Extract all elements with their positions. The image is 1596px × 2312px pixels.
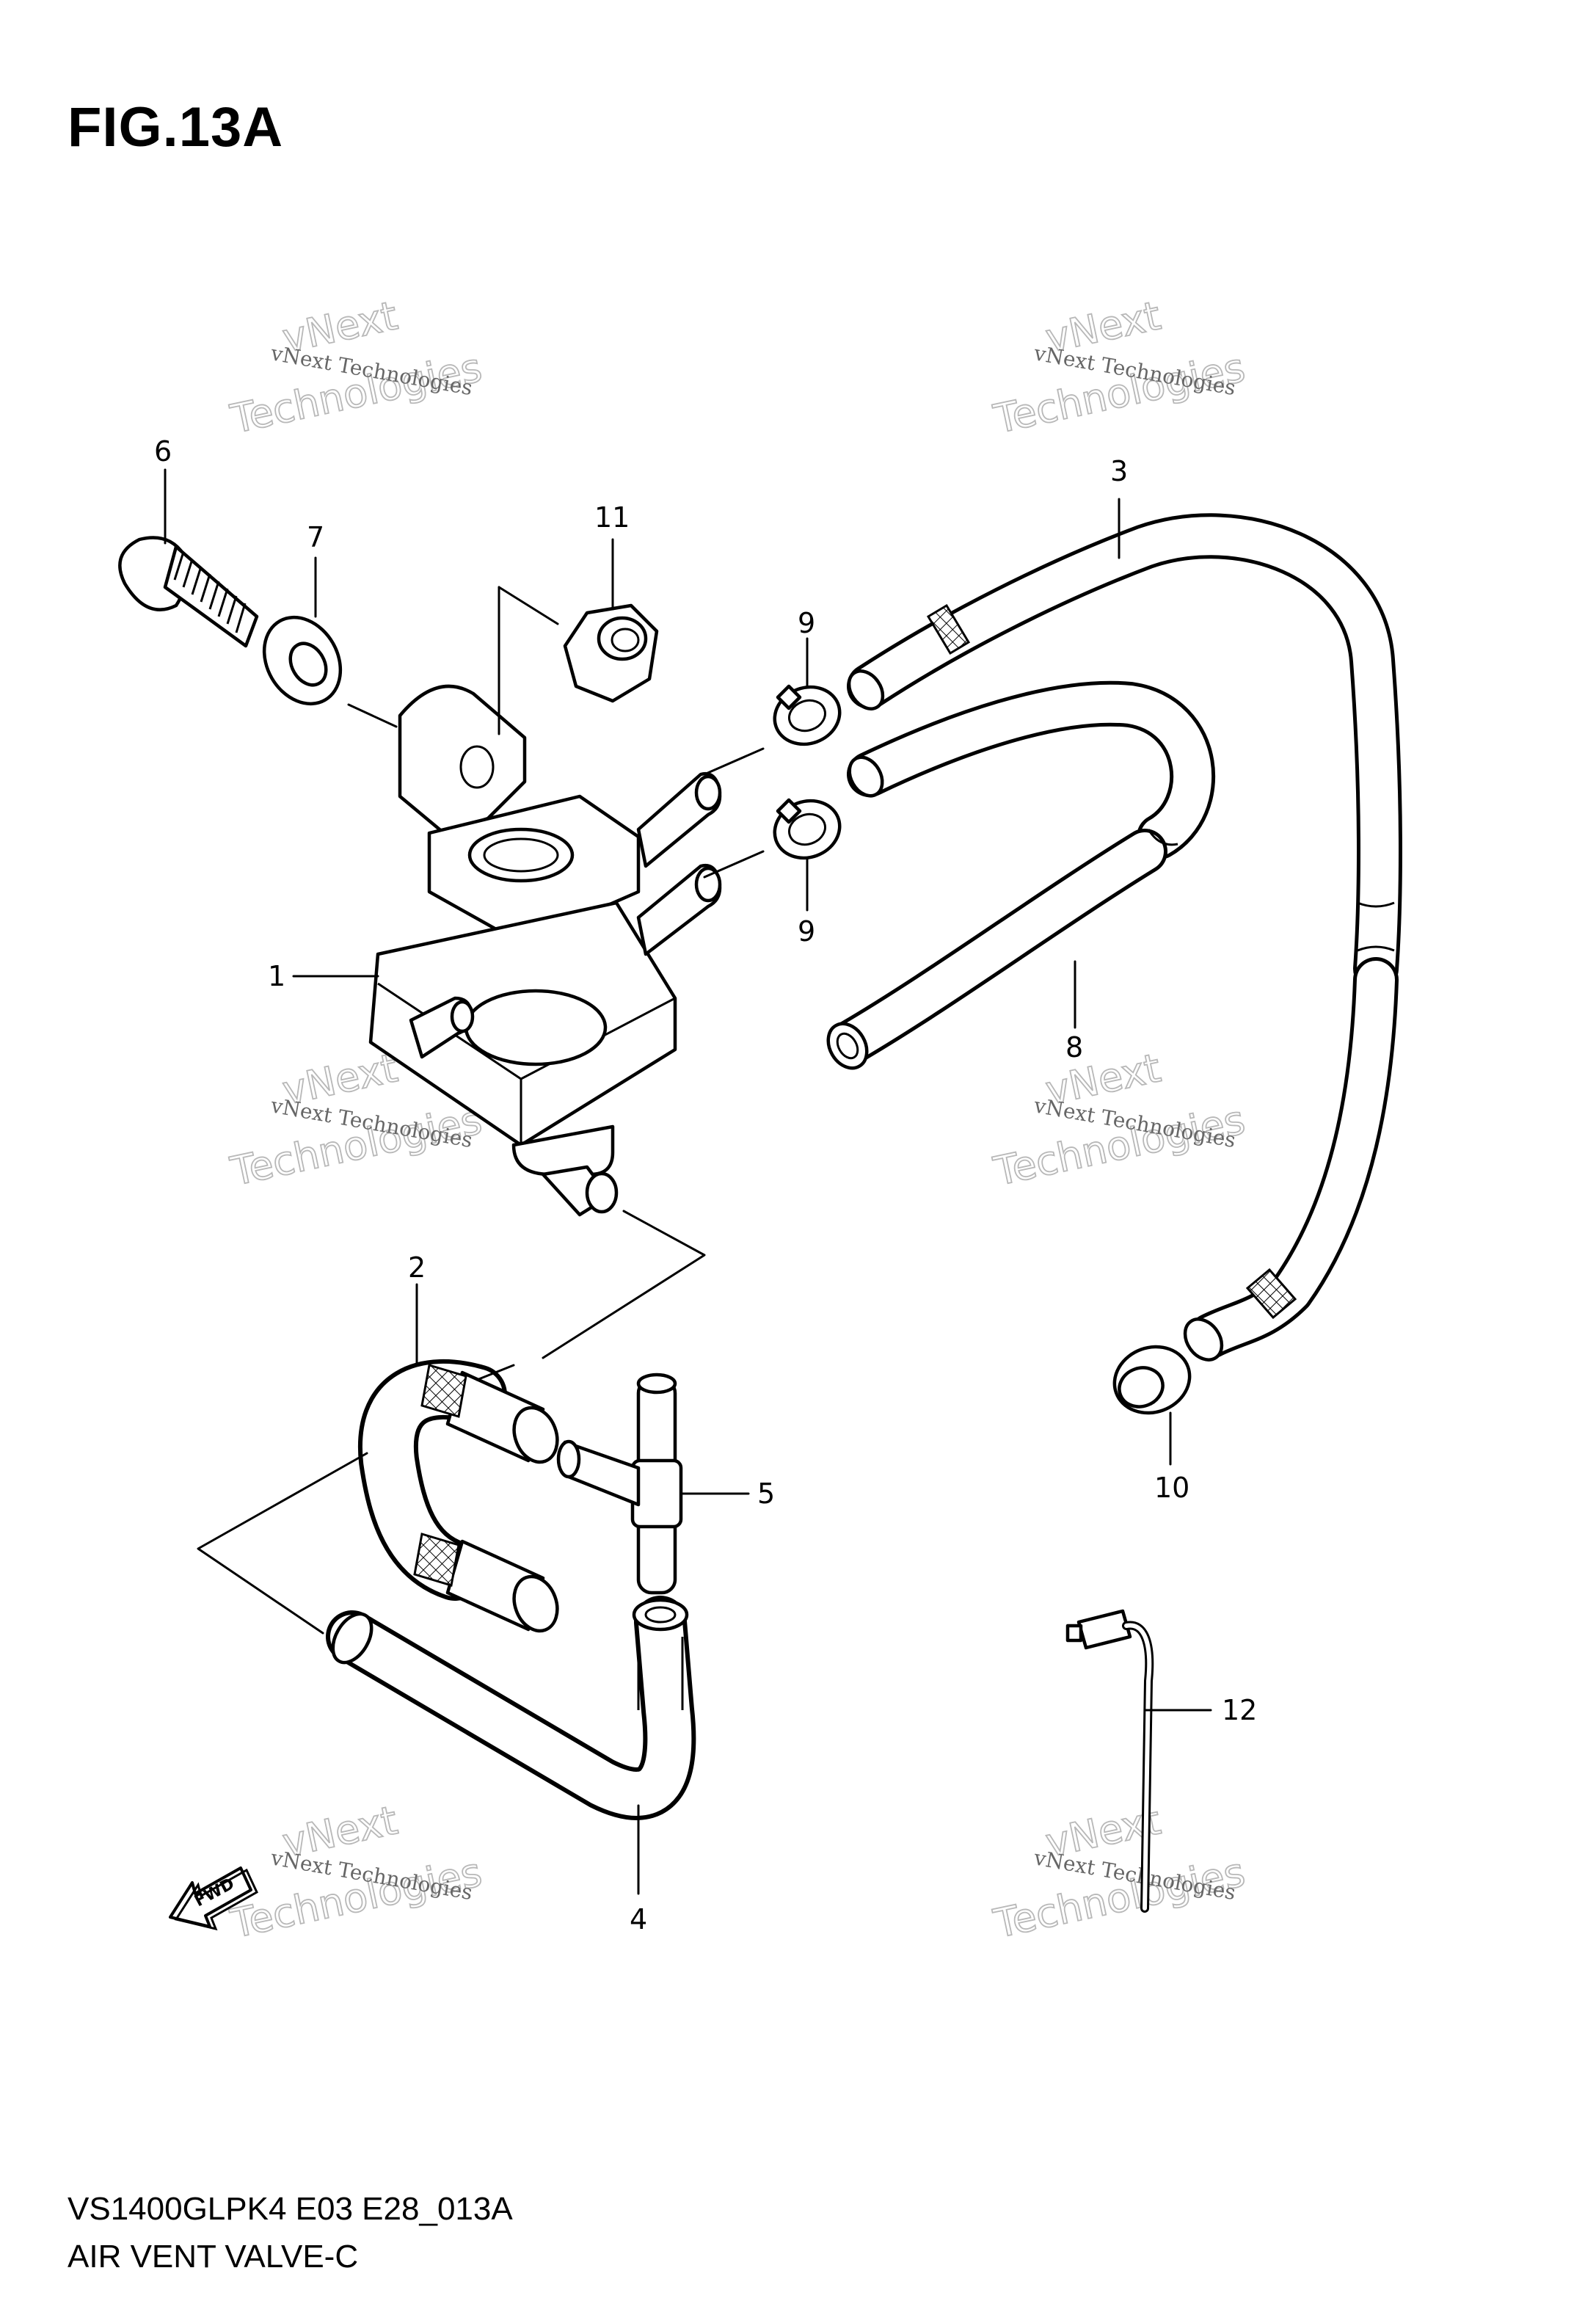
callout-11: 11: [594, 501, 630, 534]
callout-4: 4: [630, 1903, 647, 1935]
part-9-clamp-lower: [773, 798, 842, 860]
watermark-2: vNext Technologies vNext Technologies: [989, 291, 1250, 443]
part-1-valve: [368, 684, 722, 1217]
callout-9-upper: 9: [798, 607, 815, 639]
callout-12: 12: [1222, 1694, 1257, 1726]
part-5-tjoint: [556, 1373, 683, 1595]
leader-lines: [164, 468, 1212, 1895]
part-8-hose: [826, 680, 1216, 1070]
part-9-clamp-upper: [773, 684, 842, 746]
callout-8: 8: [1065, 1031, 1083, 1064]
part-3-hose: [847, 513, 1402, 1362]
callout-5: 5: [757, 1477, 775, 1510]
part-7-washer: [262, 615, 343, 706]
part-6-bolt: [118, 536, 259, 648]
callout-3: 3: [1110, 455, 1128, 487]
callout-labels: 6 7 11 3 9 9 1 8 2 5 10 4 12: [154, 435, 1257, 1935]
watermark-6: vNext Technologies vNext Technologies: [989, 1796, 1250, 1947]
watermark-1: vNext Technologies vNext Technologies: [226, 291, 487, 443]
watermark-4: vNext Technologies vNext Technologies: [989, 1044, 1250, 1195]
callout-10: 10: [1154, 1472, 1189, 1504]
callout-2: 2: [408, 1251, 426, 1284]
figure-title: FIG.13A: [68, 96, 284, 159]
part-12-wire: [1065, 1609, 1154, 1913]
part-2-hose: [357, 1359, 559, 1633]
watermark-group: vNext Technologies vNext Technologies vN…: [226, 291, 1250, 1947]
part-4-hose: [326, 1596, 696, 1820]
part-11-nut: [563, 603, 659, 703]
callout-1: 1: [268, 960, 285, 992]
callout-6: 6: [154, 435, 172, 468]
callout-9-lower: 9: [798, 915, 815, 948]
figure-name: AIR VENT VALVE-C: [68, 2239, 359, 2275]
part-10-cap: [1112, 1345, 1192, 1415]
callout-7: 7: [307, 521, 324, 553]
watermark-5: vNext Technologies vNext Technologies: [226, 1796, 487, 1947]
figure-code: VS1400GLPK4 E03 E28_013A: [68, 2191, 513, 2227]
